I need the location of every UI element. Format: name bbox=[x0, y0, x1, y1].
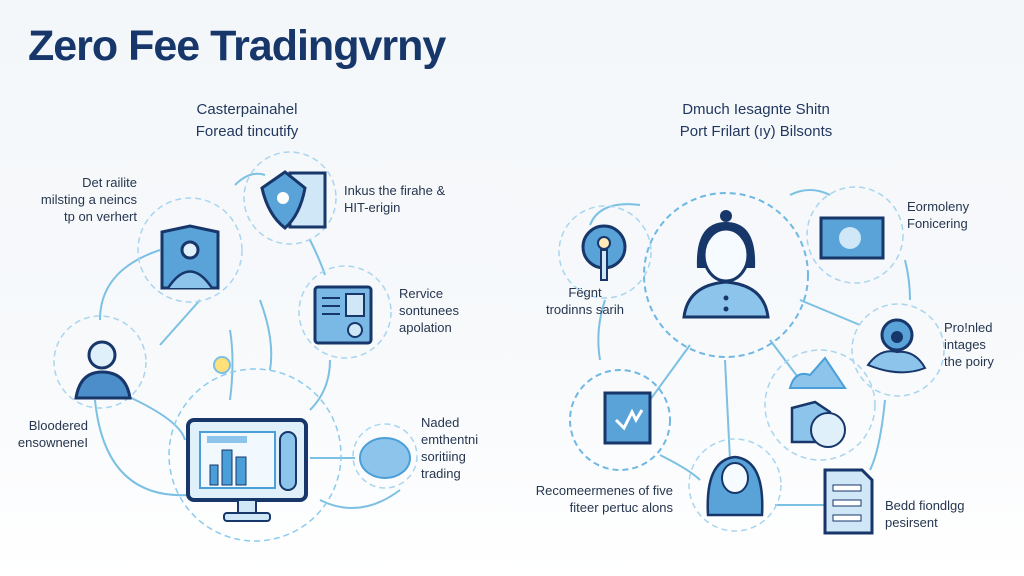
connector bbox=[259, 299, 273, 371]
label-document: Bedd fiondlgg pesirsent bbox=[885, 497, 965, 531]
label-line: emthentni bbox=[421, 432, 479, 447]
ring bbox=[558, 205, 652, 299]
label-line: milsting a neincs bbox=[40, 192, 137, 207]
connector bbox=[229, 329, 234, 401]
label-line: Eormoleny bbox=[907, 199, 970, 214]
heading-line: Port Frilart (ıy) Bilsonts bbox=[679, 123, 833, 140]
shield-icon bbox=[260, 170, 327, 230]
connector bbox=[124, 394, 186, 441]
hooded-avatar-icon bbox=[706, 455, 764, 517]
label-line: Bedd fiondlgg bbox=[885, 498, 965, 513]
ring bbox=[688, 438, 782, 532]
label-line: Det railite bbox=[82, 175, 137, 190]
label-line: Pro!nled bbox=[944, 320, 993, 335]
right-section-heading: Dmuch Iesagnte Shitn Port Frilart (ıy) B… bbox=[636, 99, 876, 143]
label-line: pesirsent bbox=[885, 515, 938, 530]
magnifier-icon bbox=[581, 224, 627, 281]
connector bbox=[769, 339, 801, 381]
connector bbox=[659, 454, 701, 481]
label-line: apolation bbox=[399, 320, 452, 335]
ring bbox=[851, 303, 945, 397]
ring bbox=[764, 349, 876, 461]
connector bbox=[99, 249, 161, 321]
ring bbox=[352, 423, 418, 489]
connector bbox=[234, 172, 266, 186]
profile-card-icon bbox=[160, 224, 220, 290]
ring bbox=[137, 197, 243, 303]
left-section-heading: Casterpainahel Foread tincutify bbox=[147, 99, 347, 143]
connector bbox=[799, 299, 861, 326]
photo-frame-icon bbox=[819, 216, 885, 260]
document-panel-icon bbox=[313, 285, 373, 345]
label-line: Fonicering bbox=[907, 216, 968, 231]
label-bottom-left: Bloodered ensowneneI bbox=[0, 417, 88, 451]
label-avatar: Recomeermenes of five fiteer pertuc alon… bbox=[480, 482, 673, 516]
connector bbox=[724, 359, 731, 461]
woman-portrait-icon bbox=[682, 210, 770, 319]
label-camera: Pro!nled intages the poiry bbox=[944, 319, 994, 370]
connector bbox=[789, 189, 831, 196]
label-line: the poiry bbox=[944, 354, 994, 369]
ring bbox=[243, 151, 337, 245]
monitor-chart-icon bbox=[186, 418, 308, 522]
label-line: fiteer pertuc alons bbox=[569, 500, 673, 515]
label-line: Fëgnt bbox=[568, 285, 602, 300]
connector bbox=[94, 399, 191, 497]
label-line: sontunees bbox=[399, 303, 459, 318]
sun-icon bbox=[213, 356, 231, 374]
page-title: Zero Fee Tradingvrny bbox=[28, 22, 446, 70]
heading-line: Foread tincutify bbox=[195, 123, 299, 140]
label-line: HIT-erigin bbox=[344, 200, 401, 215]
label-bottom-right: Naded emthentni soritiing trading bbox=[421, 414, 478, 482]
ring bbox=[643, 192, 809, 358]
label-line: tp on verhert bbox=[64, 209, 137, 224]
heading-line: Dmuch Iesagnte Shitn bbox=[682, 101, 830, 118]
report-document-icon bbox=[823, 468, 874, 535]
globe-fish-icon bbox=[359, 437, 411, 479]
connector bbox=[309, 359, 331, 411]
label-top-left: Det railite milsting a neincs tp on verh… bbox=[0, 174, 137, 225]
label-line: trading bbox=[421, 466, 461, 481]
connector bbox=[159, 299, 201, 346]
label-magnifier: Fëgnt trodinns sarih bbox=[530, 284, 640, 318]
connector bbox=[597, 299, 606, 361]
label-line: intages bbox=[944, 337, 986, 352]
label-line: Recomeermenes of five bbox=[535, 483, 673, 498]
connector bbox=[649, 344, 691, 401]
label-line: Inkus the firahe & bbox=[344, 183, 446, 198]
connector bbox=[309, 239, 326, 276]
connectors bbox=[94, 172, 911, 509]
label-top-right: Inkus the firahe & HIT-erigin bbox=[344, 182, 445, 216]
label-line: trodinns sarih bbox=[545, 302, 625, 317]
label-line: Bloodered bbox=[28, 418, 88, 433]
ring bbox=[806, 186, 904, 284]
label-middle-right: Rervice sontunees apolation bbox=[399, 285, 459, 336]
label-photo: Eormoleny Fonicering bbox=[907, 198, 969, 232]
label-line: Naded bbox=[421, 415, 460, 430]
connector bbox=[589, 203, 641, 226]
ring bbox=[298, 265, 392, 359]
node-rings bbox=[53, 151, 945, 542]
person-avatar-icon bbox=[74, 340, 132, 400]
connector bbox=[869, 399, 886, 471]
label-line: Rervice bbox=[399, 286, 444, 301]
connector bbox=[319, 489, 401, 509]
ring bbox=[53, 315, 147, 409]
connector bbox=[904, 259, 911, 301]
camera-icon bbox=[866, 318, 927, 374]
ring bbox=[168, 368, 342, 542]
label-line: soritiing bbox=[421, 449, 466, 464]
chart-card-icon bbox=[603, 391, 652, 445]
ring bbox=[569, 369, 671, 471]
label-line: ensowneneI bbox=[17, 435, 88, 450]
heading-line: Casterpainahel bbox=[196, 101, 298, 118]
shapes-icon bbox=[788, 356, 847, 448]
